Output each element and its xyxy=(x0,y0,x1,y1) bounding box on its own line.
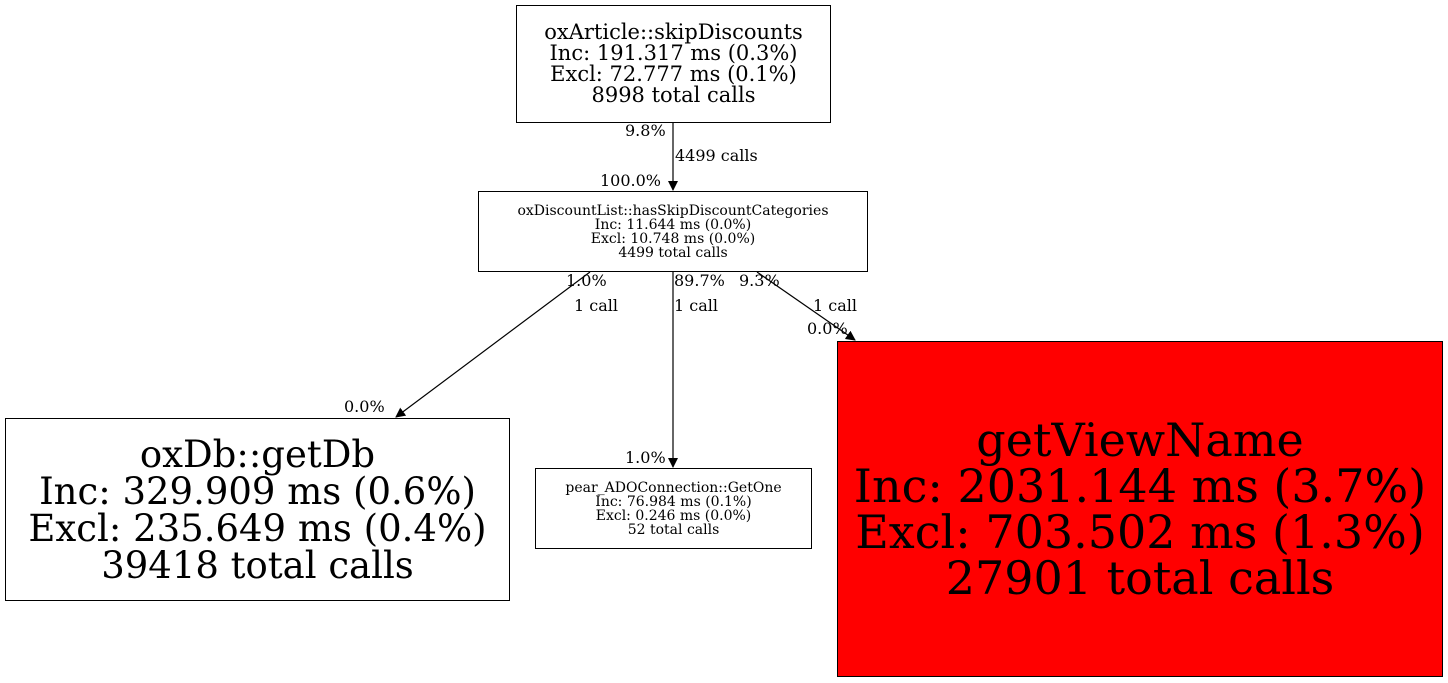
node-inclusive-time: Inc: 11.644 ms (0.0%) xyxy=(594,216,752,233)
node-inclusive-time: Inc: 2031.144 ms (3.7%) xyxy=(853,459,1427,513)
node-get-one[interactable]: pear_ADOConnection::GetOne Inc: 76.984 m… xyxy=(535,468,812,549)
node-inclusive-time: Inc: 76.984 ms (0.1%) xyxy=(595,493,752,510)
edge-head-percent: 100.0% xyxy=(600,171,662,190)
edge-call-count: 1 call xyxy=(674,296,718,315)
node-has-skip-discount-categories[interactable]: oxDiscountList::hasSkipDiscountCategorie… xyxy=(478,191,868,272)
node-exclusive-time: Excl: 0.246 ms (0.0%) xyxy=(595,507,752,524)
node-total-calls: 27901 total calls xyxy=(945,551,1335,605)
edge-mid-to-getdb xyxy=(395,271,591,418)
node-total-calls: 8998 total calls xyxy=(591,83,756,107)
edge-tail-percent: 89.7% xyxy=(674,271,725,290)
edge-tail-percent: 9.3% xyxy=(739,271,780,290)
node-name: oxArticle::skipDiscounts xyxy=(544,20,803,44)
node-get-db[interactable]: oxDb::getDb Inc: 329.909 ms (0.6%) Excl:… xyxy=(5,418,510,601)
node-total-calls: 4499 total calls xyxy=(618,244,728,261)
node-exclusive-time: Excl: 10.748 ms (0.0%) xyxy=(590,230,756,247)
node-exclusive-time: Excl: 703.502 ms (1.3%) xyxy=(855,505,1425,559)
node-name: oxDiscountList::hasSkipDiscountCategorie… xyxy=(517,202,829,219)
node-get-view-name[interactable]: getViewName Inc: 2031.144 ms (3.7%) Excl… xyxy=(837,341,1443,677)
node-exclusive-time: Excl: 72.777 ms (0.1%) xyxy=(550,62,797,86)
node-name: getViewName xyxy=(976,413,1304,467)
edge-tail-percent: 9.8% xyxy=(625,121,666,140)
node-total-calls: 39418 total calls xyxy=(101,543,414,587)
node-name: pear_ADOConnection::GetOne xyxy=(565,479,782,496)
node-exclusive-time: Excl: 235.649 ms (0.4%) xyxy=(28,506,487,550)
edge-tail-percent: 1.0% xyxy=(566,271,607,290)
edge-call-count: 4499 calls xyxy=(675,146,758,165)
node-skip-discounts[interactable]: oxArticle::skipDiscounts Inc: 191.317 ms… xyxy=(516,5,831,123)
edge-call-count: 1 call xyxy=(574,296,618,315)
node-total-calls: 52 total calls xyxy=(627,521,720,538)
edge-mid-to-view xyxy=(756,271,856,341)
node-inclusive-time: Inc: 329.909 ms (0.6%) xyxy=(39,469,476,513)
edge-head-percent: 0.0% xyxy=(344,397,385,416)
node-inclusive-time: Inc: 191.317 ms (0.3%) xyxy=(549,41,798,65)
edge-head-percent: 0.0% xyxy=(807,319,848,338)
edge-call-count: 1 call xyxy=(813,296,857,315)
edge-head-percent: 1.0% xyxy=(625,448,666,467)
node-name: oxDb::getDb xyxy=(139,432,376,476)
